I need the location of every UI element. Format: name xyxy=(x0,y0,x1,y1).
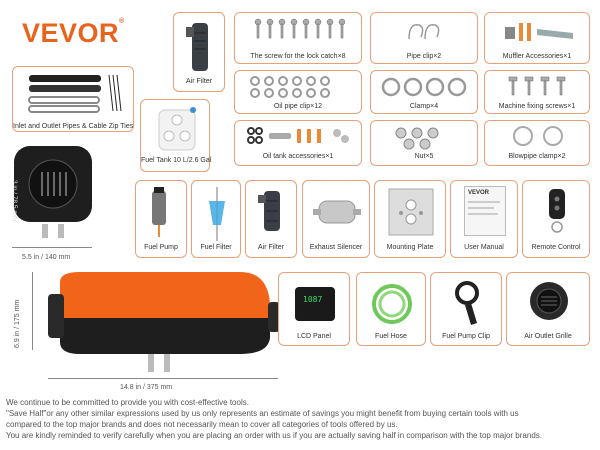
lcd-value: 1087 xyxy=(303,295,323,304)
fixing-screws-icon xyxy=(508,76,566,96)
remote-control-icon xyxy=(549,189,565,233)
label-screw-lock-catch: The screw for the lock catch×8 xyxy=(250,53,346,60)
card-blowpipe-clamp: Blowpipe clamp×2 xyxy=(484,120,590,166)
fuel-hose-icon xyxy=(372,284,412,324)
disclaimer-line-1: We continue to be committed to provide y… xyxy=(6,398,249,407)
card-fuel-hose: Fuel Hose xyxy=(356,272,426,346)
vevor-logo: VEVOR® xyxy=(22,18,125,49)
registered-mark: ® xyxy=(119,18,125,25)
card-air-outlet-grille: Air Outlet Grille xyxy=(506,272,590,346)
dimension-side-height: 6.9 in / 175 mm xyxy=(14,299,21,348)
card-user-manual: VEVOR User Manual xyxy=(450,180,518,258)
label-blowpipe-clamp: Blowpipe clamp×2 xyxy=(508,153,566,160)
disclaimer-line-3: compared to the top major brands and doe… xyxy=(6,420,398,429)
label-clamp: Clamp×4 xyxy=(409,103,439,110)
card-nut: Nut×5 xyxy=(370,120,478,166)
label-muffler-accessories: Muffler Accessories×1 xyxy=(502,53,572,60)
label-remote-control: Remote Control xyxy=(531,244,581,251)
label-air-outlet-grille: Air Outlet Grille xyxy=(524,333,572,340)
label-fuel-hose: Fuel Hose xyxy=(375,333,407,340)
dimension-front-width: 5.5 in / 140 mm xyxy=(22,254,71,261)
card-machine-fixing-screws: Machine fixing screws×1 xyxy=(484,70,590,114)
lcd-screen: 1087 xyxy=(295,287,335,321)
fuel-tank-icon xyxy=(158,107,196,151)
label-lcd-panel: LCD Panel xyxy=(297,333,331,340)
oil-tank-accessories-icon xyxy=(247,127,349,144)
disclaimer-line-4: You are kindly reminded to verify carefu… xyxy=(6,431,542,440)
card-fuel-pump-clip: Fuel Pump Clip xyxy=(430,272,502,346)
label-fuel-pump-clip: Fuel Pump Clip xyxy=(442,333,490,340)
pipes-icon xyxy=(28,74,122,113)
air-filter-icon xyxy=(186,23,208,71)
card-remote-control: Remote Control xyxy=(522,180,590,258)
card-fuel-tank: Fuel Tank 10 L/2.6 Gal xyxy=(140,99,212,172)
card-oil-pipe-clip: Oil pipe clip×12 xyxy=(234,70,362,114)
clamps-icon xyxy=(381,77,467,97)
fuel-filter-icon xyxy=(209,187,225,241)
card-fuel-filter: Fuel Filter xyxy=(191,180,241,258)
card-muffler-accessories: Muffler Accessories×1 xyxy=(484,12,590,64)
card-air-filter: Air Filter xyxy=(245,180,297,258)
blowpipe-clamp-icon xyxy=(513,126,563,146)
label-fuel-pump: Fuel Pump xyxy=(144,244,178,251)
dimension-front-height: 3 in / 78.5 mm xyxy=(11,180,18,222)
heater-side-icon xyxy=(48,272,280,372)
fuel-pump-icon xyxy=(152,187,166,237)
label-user-manual: User Manual xyxy=(464,244,504,251)
card-exhaust-silencer: Exhaust Silencer xyxy=(302,180,370,258)
air-filter-2-icon xyxy=(258,191,280,231)
card-lcd-panel: 1087 LCD Panel xyxy=(278,272,350,346)
label-inlet-outlet-pipes: Inlet and Outlet Pipes & Cable Zip Ties xyxy=(13,123,134,130)
label-oil-tank-accessories: Oil tank accessories×1 xyxy=(262,153,334,160)
label-mounting-plate: Mounting Plate xyxy=(386,244,434,251)
brand-name: VEVOR xyxy=(22,18,120,48)
air-outlet-grille-icon xyxy=(530,282,568,320)
mounting-plate-icon xyxy=(388,188,434,236)
card-screw-lock-catch: The screw for the lock catch×8 xyxy=(234,12,362,64)
label-pipe-clip: Pipe clip×2 xyxy=(406,53,442,60)
manual-cover: VEVOR xyxy=(464,186,506,236)
heater-front-view xyxy=(12,142,94,238)
card-pipe-clip: Pipe clip×2 xyxy=(370,12,478,64)
exhaust-silencer-icon xyxy=(313,200,361,224)
card-fuel-pump: Fuel Pump xyxy=(135,180,187,258)
muffler-accessories-icon xyxy=(505,23,573,41)
label-oil-pipe-clip: Oil pipe clip×12 xyxy=(273,103,323,110)
screws-icon xyxy=(254,18,345,39)
label-air-filter-top: Air Filter xyxy=(185,78,213,85)
heater-side-view xyxy=(40,268,280,378)
nuts-icon xyxy=(395,127,439,150)
card-mounting-plate: Mounting Plate xyxy=(374,180,446,258)
card-air-filter-top: Air Filter xyxy=(173,12,225,92)
manual-brand: VEVOR xyxy=(468,190,490,196)
pipe-clip-icon xyxy=(408,24,440,40)
label-nut: Nut×5 xyxy=(414,153,434,160)
heater-front-icon xyxy=(14,146,92,238)
dimension-line-side-length xyxy=(48,378,278,379)
disclaimer-line-2: "Save Half"or any other similar expressi… xyxy=(6,409,519,418)
label-exhaust-silencer: Exhaust Silencer xyxy=(309,244,363,251)
oil-pipe-clips-icon xyxy=(250,76,330,98)
label-air-filter: Air Filter xyxy=(257,244,285,251)
card-clamp: Clamp×4 xyxy=(370,70,478,114)
card-oil-tank-accessories: Oil tank accessories×1 xyxy=(234,120,362,166)
dimension-line-front-width xyxy=(12,247,92,248)
fuel-pump-clip-icon xyxy=(455,281,479,325)
dimension-side-length: 14.8 in / 375 mm xyxy=(120,384,173,391)
label-fuel-tank: Fuel Tank 10 L/2.6 Gal xyxy=(141,157,212,164)
card-inlet-outlet-pipes: Inlet and Outlet Pipes & Cable Zip Ties xyxy=(12,66,134,132)
label-fuel-filter: Fuel Filter xyxy=(200,244,232,251)
dimension-line-side-height xyxy=(32,272,33,350)
label-machine-fixing-screws: Machine fixing screws×1 xyxy=(498,103,576,110)
